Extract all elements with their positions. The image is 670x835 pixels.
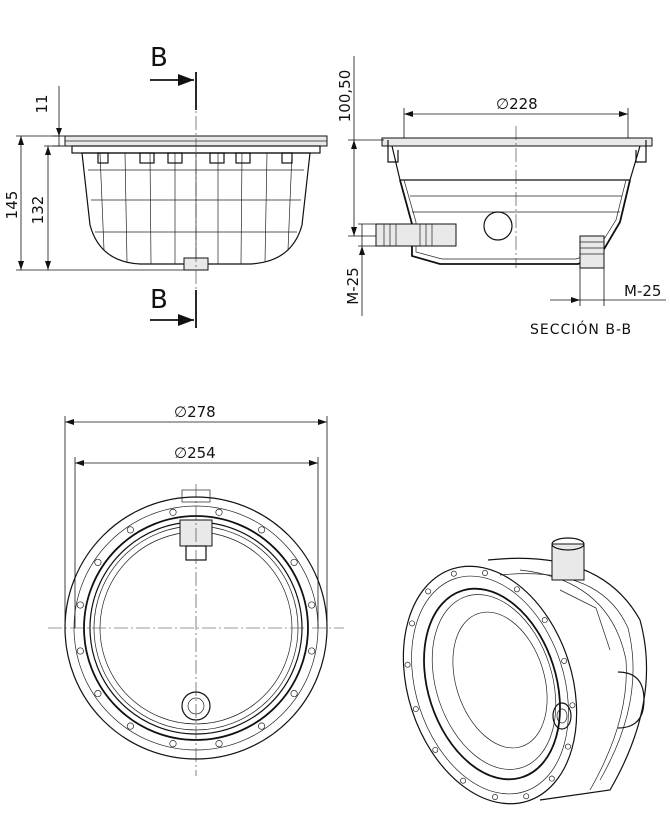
section-bottom-fitting [579,235,605,269]
front-body [81,152,311,265]
bolt-hole [169,740,177,748]
bolt-hole [308,647,316,655]
bolt-hole [215,740,223,748]
iso-bolt-hole [409,620,415,627]
iso-bolt-hole [460,777,467,784]
dim-inner-diameter: ∅254 [174,444,216,462]
iso-bolt-hole [569,702,576,709]
bolt-hole [76,601,84,609]
section-left-fitting [375,223,457,247]
front-view: B B 11 145 132 [3,43,328,328]
iso-bolt-hole [513,586,520,593]
iso-bolt-hole [482,570,488,576]
iso-bolt-hole [492,794,498,800]
isometric-view [402,537,648,805]
iso-bolt-hole [565,743,571,750]
section-caption: SECCIÓN B-B [530,320,632,338]
bolt-hole [290,558,298,566]
bolt-hole [126,526,134,534]
iso-bolt-holes [404,570,576,800]
dim-flange-thickness: 11 [33,94,51,113]
iso-front-flange [402,565,578,805]
bolt-hole [126,722,134,730]
dim-outer-diameter: ∅278 [174,403,216,421]
bolt-hole [76,647,84,655]
dim-section-diameter: ∅228 [496,95,538,113]
top-bolt-holes [76,508,316,748]
dim-total-height: 145 [3,191,21,220]
section-view: ∅228 100,50 M-25 M-25 SECCIÓN B-B [336,56,666,338]
iso-bolt-hole [425,588,432,595]
iso-bolt-hole [561,657,568,664]
iso-bolt-hole [450,570,457,577]
iso-bolt-hole [404,661,411,668]
top-view: ∅278 ∅254 [48,403,344,776]
bolt-hole [169,508,177,516]
bolt-hole [258,526,266,534]
bolt-hole [308,601,316,609]
iso-bolt-hole [432,746,439,753]
dim-axis-height: 100,50 [336,70,354,123]
iso-bolt-hole [541,617,548,624]
bolt-hole [290,690,298,698]
bolt-hole [94,558,102,566]
dim-body-height: 132 [29,196,47,225]
bolt-hole [215,508,223,516]
iso-bolt-hole [523,793,530,800]
dim-thread-left: M-25 [344,267,362,304]
section-mark-top: B [150,43,168,73]
section-mark-bottom: B [150,285,168,315]
iso-bolt-hole [412,706,419,713]
iso-bolt-hole [548,775,555,782]
dim-thread-right: M-25 [624,282,661,300]
bolt-hole [258,722,266,730]
bolt-hole [94,690,102,698]
